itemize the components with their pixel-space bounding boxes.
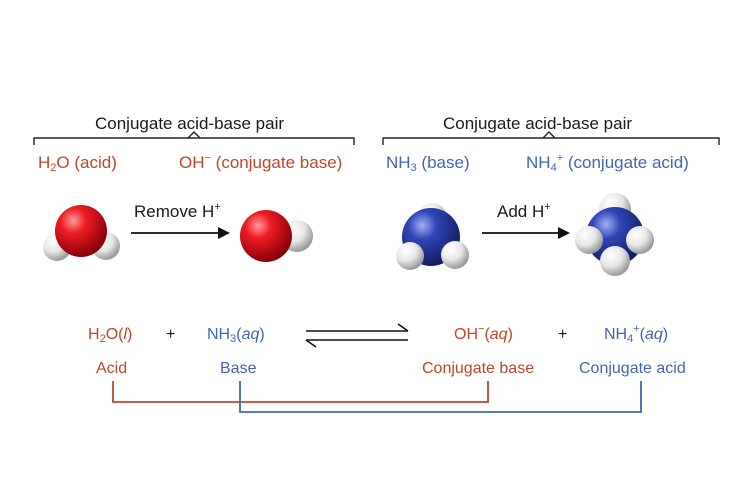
equation-ammonia: NH3(aq) bbox=[207, 326, 265, 345]
equation-hydroxide: OH−(aq) bbox=[454, 323, 513, 343]
role-base: Base bbox=[220, 360, 257, 377]
remove-h-arrow bbox=[131, 227, 230, 239]
role-conjugate-base: Conjugate base bbox=[422, 360, 535, 377]
ammonium-label: NH4+ (conjugate acid) bbox=[526, 152, 689, 174]
role-acid: Acid bbox=[96, 360, 128, 377]
ammonia-molecule bbox=[396, 203, 469, 270]
equation-plus-1: + bbox=[166, 326, 176, 343]
water-molecule bbox=[43, 205, 120, 261]
add-h-arrow bbox=[482, 227, 570, 239]
right-pair-bracket-tip bbox=[542, 131, 556, 139]
equation-water: H2O(l) bbox=[88, 326, 133, 345]
base-conjugate-acid-connector bbox=[239, 381, 642, 413]
remove-h-label: Remove H+ bbox=[134, 201, 221, 221]
role-conjugate-acid: Conjugate acid bbox=[579, 360, 686, 377]
acid-conjugate-base-connector bbox=[112, 381, 489, 403]
left-pair-bracket bbox=[33, 137, 355, 145]
equilibrium-arrows bbox=[305, 323, 409, 348]
hydroxide-molecule bbox=[240, 210, 313, 262]
ammonium-molecule bbox=[575, 193, 654, 276]
hydroxide-label: OH− (conjugate base) bbox=[179, 152, 343, 172]
water-label: H2O (acid) bbox=[38, 153, 117, 174]
right-pair-bracket bbox=[382, 137, 720, 145]
add-h-label: Add H+ bbox=[497, 201, 551, 221]
right-pair-title: Conjugate acid-base pair bbox=[443, 114, 633, 133]
left-pair-title: Conjugate acid-base pair bbox=[95, 114, 285, 133]
left-pair-bracket-tip bbox=[187, 131, 201, 139]
equation-plus-2: + bbox=[558, 326, 568, 343]
ammonia-label: NH3 (base) bbox=[386, 153, 470, 174]
equation-ammonium: NH4+(aq) bbox=[604, 323, 669, 345]
